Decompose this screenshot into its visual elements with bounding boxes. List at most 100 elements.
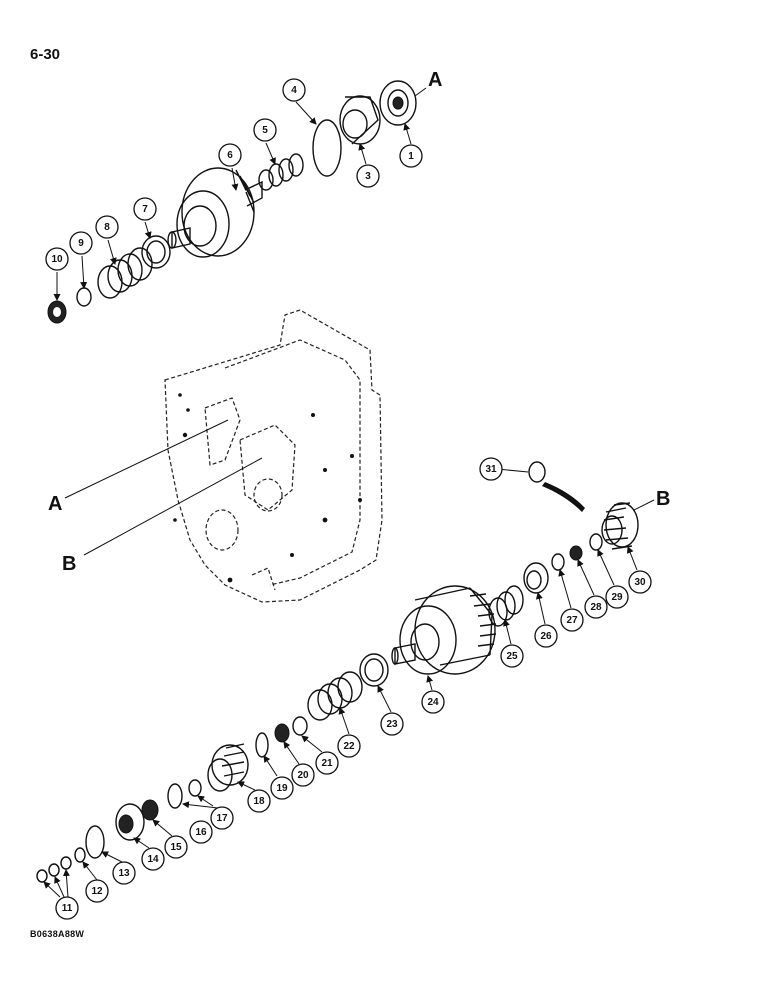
callout-number: 17 [216, 813, 228, 824]
callout-circle [500, 644, 524, 668]
callout-15: 15 [164, 835, 188, 859]
part-14-bearing [115, 803, 145, 841]
part-24-clutch-drum [391, 585, 497, 675]
callout-3: 3 [356, 164, 380, 188]
part-13-snap-ring [85, 825, 105, 859]
callout-number: 5 [262, 125, 268, 136]
part-19-snap-ring [255, 732, 269, 758]
callout-7: 7 [133, 197, 157, 221]
callout-number: 26 [540, 631, 552, 642]
callout-19: 19 [270, 776, 294, 800]
part-30-gear [601, 502, 639, 550]
callout-22: 22 [337, 734, 361, 758]
callout-circle [628, 570, 652, 594]
callout-number: 20 [297, 770, 309, 781]
part-5-springs [258, 153, 304, 191]
callout-9: 9 [69, 231, 93, 255]
callout-circle [133, 197, 157, 221]
callout-number: 10 [51, 254, 63, 265]
callout-number: 21 [321, 758, 333, 769]
part-22-springs [307, 671, 363, 721]
callout-circle [584, 595, 608, 619]
callout-5: 5 [253, 118, 277, 142]
lower-assembly [36, 461, 639, 883]
callout-4: 4 [282, 78, 306, 102]
callout-number: 16 [195, 827, 207, 838]
callout-12: 12 [85, 879, 109, 903]
reference-B-left: B [62, 457, 263, 575]
transmission-housing [164, 309, 383, 603]
reference-A-left: A [48, 419, 229, 515]
callout-17: 17 [210, 806, 234, 830]
callout-number: 4 [291, 85, 297, 96]
callout-circle [164, 835, 188, 859]
part-3-sleeve [339, 95, 381, 145]
part-21-washer [292, 716, 308, 736]
callout-number: 27 [566, 615, 578, 626]
callout-circle [380, 712, 404, 736]
callout-number: 7 [142, 204, 148, 215]
callout-number: 9 [78, 238, 84, 249]
callout-6: 6 [218, 143, 242, 167]
callout-circle [399, 144, 423, 168]
callout-number: 15 [170, 842, 182, 853]
callout-number: 18 [253, 796, 265, 807]
callout-circle [356, 164, 380, 188]
callout-number: 30 [634, 577, 646, 588]
callout-circle [141, 847, 165, 871]
part-4-snap-ring [312, 119, 342, 177]
callout-number: 12 [91, 886, 103, 897]
callout-number: 25 [506, 651, 518, 662]
callout-27: 27 [560, 608, 584, 632]
callout-circle [337, 734, 361, 758]
callout-circle [605, 585, 629, 609]
callout-circle [270, 776, 294, 800]
callout-circle [479, 457, 503, 481]
part-29-ring [589, 533, 603, 551]
callout-circle [210, 806, 234, 830]
part-23-ring [359, 653, 389, 687]
callout-10: 10 [45, 247, 69, 271]
part-1-bearing [379, 80, 417, 126]
callout-1: 1 [399, 144, 423, 168]
part-28-bearing [569, 545, 583, 561]
svg-text:B: B [656, 488, 670, 510]
install-arrow [542, 482, 585, 512]
callout-number: 22 [343, 741, 355, 752]
callout-14: 14 [141, 847, 165, 871]
callout-circle [421, 690, 445, 714]
callout-16: 16 [189, 820, 213, 844]
upper-assembly [47, 80, 417, 324]
callout-20: 20 [291, 763, 315, 787]
part-20-bearing [274, 723, 290, 743]
callout-circle [282, 78, 306, 102]
callout-number: 11 [62, 903, 73, 914]
callout-18: 18 [247, 789, 271, 813]
callout-number: 3 [365, 171, 371, 182]
callout-number: 1 [408, 151, 414, 162]
part-12-washer [74, 847, 86, 863]
callout-circle [45, 247, 69, 271]
callout-number: 23 [386, 719, 398, 730]
callout-circle [69, 231, 93, 255]
callout-number: 13 [118, 868, 130, 879]
callout-circle [560, 608, 584, 632]
svg-text:B: B [62, 553, 76, 575]
callout-23: 23 [380, 712, 404, 736]
callout-circle [315, 751, 339, 775]
callout-circle [189, 820, 213, 844]
callout-number: 6 [227, 150, 233, 161]
callout-26: 26 [534, 624, 558, 648]
part-6-clutch-gear-shaft [167, 167, 263, 258]
callout-21: 21 [315, 751, 339, 775]
part-16-washer [188, 779, 202, 797]
callout-number: 19 [276, 783, 288, 794]
callout-number: 28 [590, 602, 602, 613]
callout-labels: 1345678910111213141516171819202122232425… [45, 78, 652, 920]
callout-circle [534, 624, 558, 648]
callout-8: 8 [95, 215, 119, 239]
callout-circle [247, 789, 271, 813]
callout-30: 30 [628, 570, 652, 594]
part-10-needle-bearing [47, 300, 67, 324]
